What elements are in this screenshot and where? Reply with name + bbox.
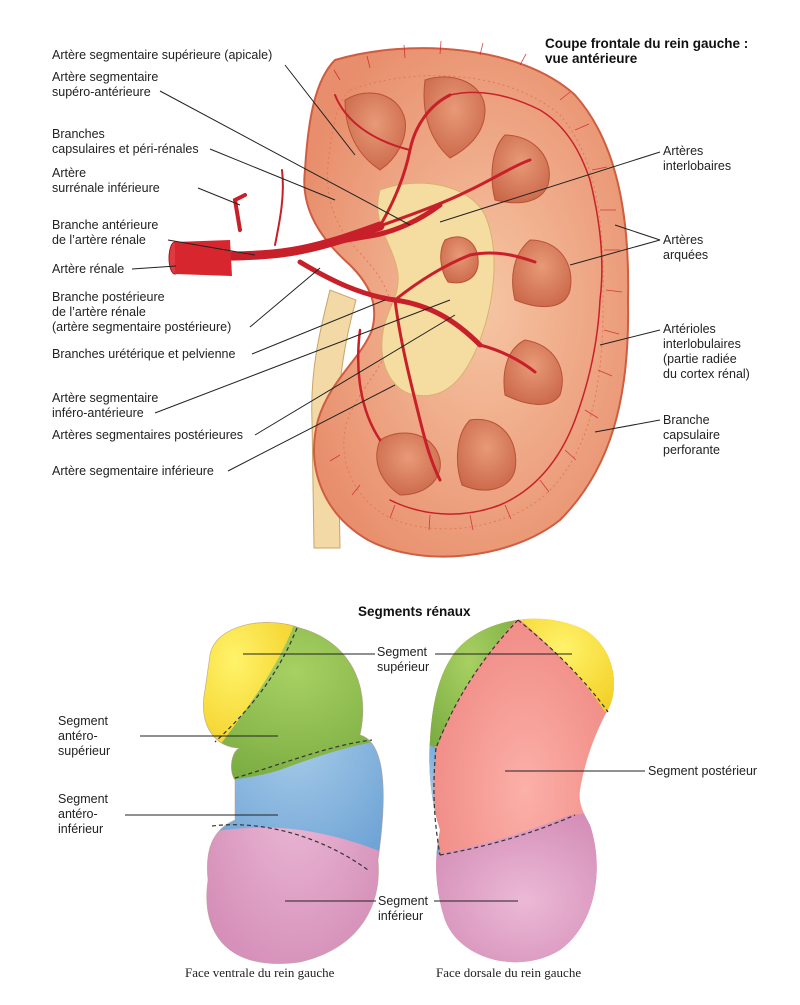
left-labels: Artère segmentaire supérieure (apicale) … bbox=[52, 48, 456, 478]
label-segment-posterieur: Segment postérieur bbox=[648, 764, 757, 778]
ventral-boundary-1 bbox=[214, 627, 298, 743]
leader-line bbox=[159, 90, 411, 226]
right-labels: Artères interlobaires Artères arquées Ar… bbox=[439, 144, 750, 457]
label-segment-inferieur-2: inférieur bbox=[378, 909, 423, 923]
caption-face-dorsale: Face dorsale du rein gauche bbox=[436, 965, 581, 980]
label-arteres-interlobaires-2: interlobaires bbox=[663, 159, 731, 173]
label-antero-superieur-1: Segment bbox=[58, 714, 109, 728]
dorsal-kidney bbox=[429, 618, 615, 963]
section-title: Coupe frontale du rein gauche : bbox=[545, 36, 748, 51]
label-arterioles-4: du cortex rénal) bbox=[663, 367, 750, 381]
label-segmentaires-posterieures: Artères segmentaires postérieures bbox=[52, 428, 243, 442]
segment-labels: Segment supérieur Segment antéro- supéri… bbox=[58, 645, 757, 923]
dorsal-boundary-3 bbox=[433, 747, 441, 856]
label-antero-inferieur-2: antéro- bbox=[58, 807, 98, 821]
segments-title: Segments rénaux bbox=[358, 604, 471, 619]
leader-line bbox=[251, 299, 386, 355]
leader-line bbox=[154, 299, 451, 414]
label-branche-anterieure-2: de l’artère rénale bbox=[52, 233, 146, 247]
label-segment-superieur-2: supérieur bbox=[377, 660, 429, 674]
ventral-boundary-2 bbox=[234, 739, 373, 779]
dorsal-boundary-2 bbox=[517, 619, 609, 713]
label-branches-ureterique: Branches urétérique et pelvienne bbox=[52, 347, 236, 361]
leader-line bbox=[614, 224, 661, 241]
label-arterioles-3: (partie radiée bbox=[663, 352, 737, 366]
leader-line bbox=[131, 265, 177, 270]
label-arteres-interlobaires-1: Artères bbox=[663, 144, 703, 158]
label-infero-anterieure-1: Artère segmentaire bbox=[52, 391, 158, 405]
label-arterioles-1: Artérioles bbox=[663, 322, 716, 336]
label-branche-posterieure-3: (artère segmentaire postérieure) bbox=[52, 320, 231, 334]
label-artere-supero-anterieure-2: supéro-antérieure bbox=[52, 85, 151, 99]
label-segmentaire-inferieure: Artère segmentaire inférieure bbox=[52, 464, 214, 478]
label-artere-renale: Artère rénale bbox=[52, 262, 124, 276]
kidney-section-illustration bbox=[168, 40, 630, 558]
label-antero-inferieur-1: Segment bbox=[58, 792, 109, 806]
leader-line bbox=[569, 239, 661, 266]
label-infero-anterieure-2: inféro-antérieure bbox=[52, 406, 144, 420]
ventral-kidney bbox=[203, 622, 384, 964]
ventral-boundary-3 bbox=[211, 824, 369, 871]
label-branche-capsulaire-1: Branche bbox=[663, 413, 710, 427]
leader-line bbox=[197, 187, 241, 206]
leader-line bbox=[209, 148, 336, 201]
leader-line bbox=[167, 239, 256, 256]
caption-face-ventrale: Face ventrale du rein gauche bbox=[185, 965, 335, 980]
label-segment-inferieur-1: Segment bbox=[378, 894, 429, 908]
label-arteres-arquees-1: Artères bbox=[663, 233, 703, 247]
label-branche-posterieure-2: de l’artère rénale bbox=[52, 305, 146, 319]
leader-line bbox=[254, 314, 456, 436]
label-arteres-arquees-2: arquées bbox=[663, 248, 708, 262]
label-artere-surrenale-1: Artère bbox=[52, 166, 86, 180]
leader-line bbox=[249, 267, 321, 328]
label-antero-inferieur-3: inférieur bbox=[58, 822, 103, 836]
label-branche-capsulaire-2: capsulaire bbox=[663, 428, 720, 442]
leader-line bbox=[284, 64, 356, 156]
label-artere-supero-anterieure-1: Artère segmentaire bbox=[52, 70, 158, 84]
label-branche-anterieure-1: Branche antérieure bbox=[52, 218, 158, 232]
leader-line bbox=[227, 384, 396, 472]
dorsal-boundary-1 bbox=[435, 619, 519, 749]
label-branches-capsulaires-1: Branches bbox=[52, 127, 105, 141]
section-subtitle: vue antérieure bbox=[545, 51, 638, 66]
label-segment-superieur-1: Segment bbox=[377, 645, 428, 659]
dorsal-boundary-4 bbox=[439, 814, 576, 856]
label-branche-capsulaire-3: perforante bbox=[663, 443, 720, 457]
label-branches-capsulaires-2: capsulaires et péri-rénales bbox=[52, 142, 199, 156]
leader-line bbox=[599, 329, 661, 346]
label-antero-superieur-3: supérieur bbox=[58, 744, 110, 758]
label-branche-posterieure-1: Branche postérieure bbox=[52, 290, 165, 304]
leader-line bbox=[439, 151, 661, 223]
label-artere-surrenale-2: surrénale inférieure bbox=[52, 181, 160, 195]
label-arterioles-2: interlobulaires bbox=[663, 337, 741, 351]
leader-line bbox=[594, 419, 661, 433]
label-antero-superieur-2: antéro- bbox=[58, 729, 98, 743]
label-artere-segmentaire-superieure: Artère segmentaire supérieure (apicale) bbox=[52, 48, 272, 62]
